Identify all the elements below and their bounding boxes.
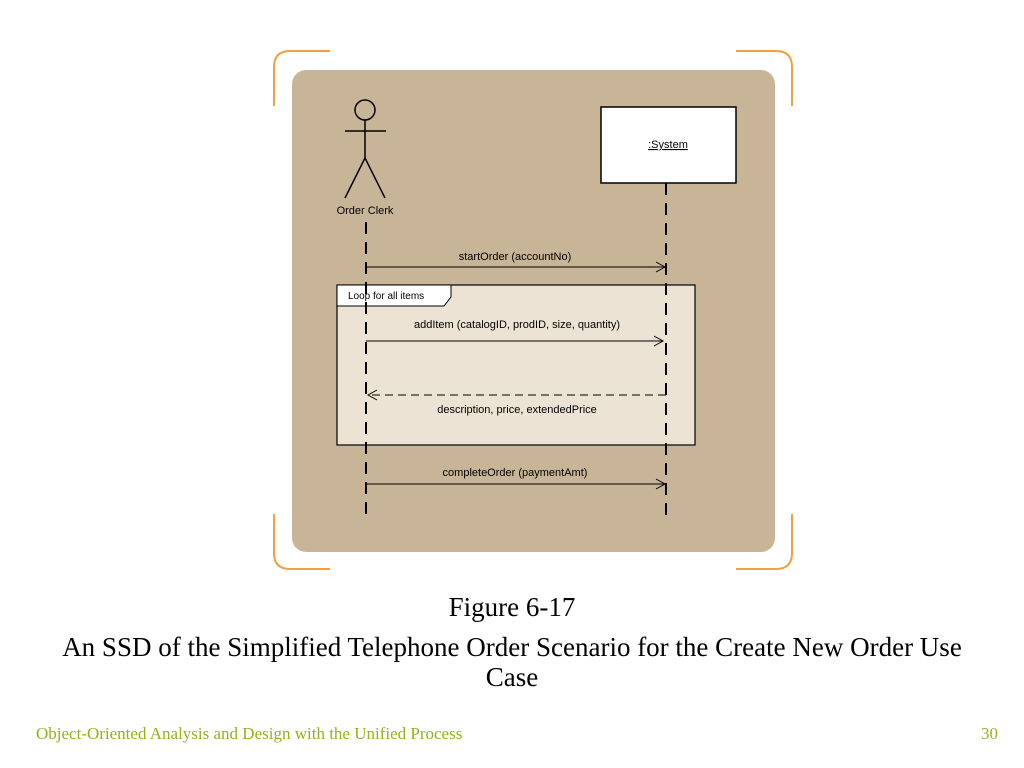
- system-box: [600, 106, 737, 184]
- figure-number: Figure 6-17: [448, 592, 576, 622]
- bracket-bottom-left: [273, 514, 330, 570]
- bracket-top-left: [273, 50, 330, 106]
- loop-fragment: [336, 284, 696, 446]
- actor-icon: [344, 99, 386, 199]
- actor-label: Order Clerk: [337, 205, 394, 217]
- bracket-bottom-right: [736, 514, 793, 570]
- system-label: :System: [648, 139, 688, 151]
- message-label-return-item: description, price, extendedPrice: [437, 404, 597, 416]
- figure-title: An SSD of the Simplified Telephone Order…: [62, 632, 962, 692]
- corner-brackets: [273, 50, 793, 570]
- message-label-add-item: addItem (catalogID, prodID, size, quanti…: [414, 319, 620, 331]
- footer-page-number: 30: [981, 724, 998, 743]
- loop-label: Loop for all items: [348, 291, 424, 302]
- message-label-complete-order: completeOrder (paymentAmt): [443, 467, 588, 479]
- message-label-start-order: startOrder (accountNo): [459, 251, 571, 263]
- bracket-top-right: [736, 50, 793, 106]
- footer-course-title: Object-Oriented Analysis and Design with…: [36, 724, 463, 743]
